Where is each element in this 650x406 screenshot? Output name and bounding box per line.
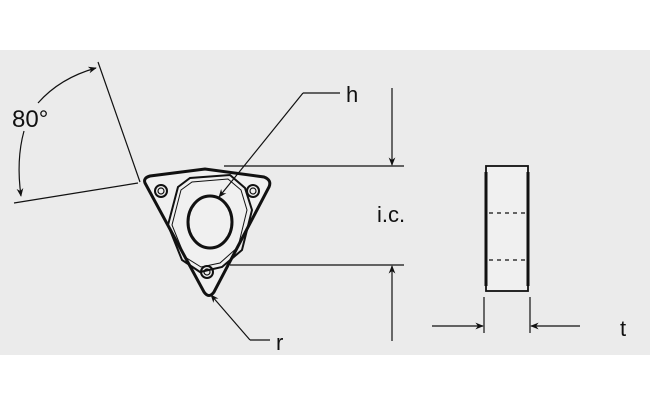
background-band: [0, 50, 650, 355]
ic-label: i.c.: [377, 202, 405, 227]
radius-leader: [210, 294, 270, 341]
angle-label: 80°: [12, 106, 48, 133]
radius-label: r: [276, 330, 283, 355]
hole-label: h: [346, 82, 358, 107]
thickness-dimension: [432, 297, 580, 333]
angle-dimension: [13, 61, 141, 204]
insert-top-view: [143, 167, 272, 297]
ic-dimension: [224, 88, 404, 341]
thickness-label: t: [620, 316, 626, 341]
insert-side-view: [484, 165, 530, 292]
center-hole: [186, 194, 234, 250]
hole-leader: [218, 92, 340, 198]
